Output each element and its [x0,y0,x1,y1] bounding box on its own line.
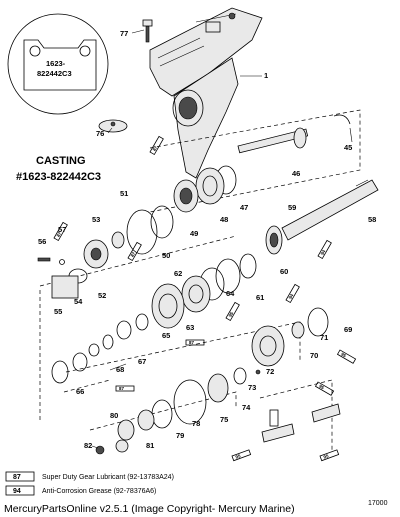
callout-55: 55 [54,307,62,316]
callout-61: 61 [256,293,264,302]
callout-78: 78 [192,419,200,428]
bearing-group-upper [173,165,237,213]
svg-text:87: 87 [189,340,195,345]
callout-69: 69 [344,325,352,334]
callout-63: 63 [186,323,194,332]
copyright-footer: MercuryPartsOnline v2.5.1 (Image Copyrig… [4,503,295,515]
legend: 87 Super Duty Gear Lubricant (92-13783A2… [5,471,174,496]
svg-text:87: 87 [119,386,125,391]
gear-70 [251,307,329,367]
svg-text:87: 87 [13,474,21,481]
callout-66: 66 [76,387,84,396]
callout-79: 79 [176,431,184,440]
leader-lines [91,29,353,449]
casting-heading: CASTING [36,155,86,167]
legend-item-87: 87 Super Duty Gear Lubricant (92-13783A2… [5,471,174,482]
callout-64: 64 [226,289,235,298]
callout-82: 82 [84,441,92,450]
pinion-group [37,231,125,299]
callout-45: 45 [344,143,352,152]
callout-51: 51 [120,189,128,198]
callout-1: 1 [264,71,268,80]
callout-74: 74 [242,403,251,412]
callout-65a: 65 [162,331,170,340]
callout-50: 50 [162,251,170,260]
inset-text-2: 822442C3 [37,69,72,78]
callout-numbers: 77 1 76 45 46 47 48 49 50 51 52 53 54 55… [38,29,376,450]
svg-text:87: 87 [152,145,159,152]
rings-60-62 [181,253,257,313]
callout-56: 56 [38,237,46,246]
casting-number: #1623-822442C3 [16,171,101,183]
svg-text:95: 95 [235,453,242,460]
callout-76: 76 [96,129,104,138]
plate-76 [98,119,128,133]
callout-60: 60 [280,267,288,276]
lubricant-tubes: 87 87 94 87 94 95 87 87 95 95 95 95 [53,135,357,462]
callout-77: 77 [120,29,128,38]
rings-50-51 [126,205,174,255]
callout-54: 54 [74,297,83,306]
callout-48: 48 [220,215,228,224]
inset-text-1: 1623- [46,59,66,68]
callout-68: 68 [116,365,124,374]
callout-75: 75 [220,415,228,424]
callout-80: 80 [110,411,118,420]
svg-text:Anti-Corrosion Grease (92-7837: Anti-Corrosion Grease (92-78376A6) [42,488,156,495]
bearing-63 [151,283,185,329]
parts-78-82 [95,399,173,455]
casting-inset: 1623- 822442C3 [7,13,109,115]
washers-65-68 [51,313,149,384]
callout-67: 67 [138,357,146,366]
callout-62: 62 [174,269,182,278]
bracket-assembly [261,403,341,443]
svg-text:87: 87 [130,251,137,258]
svg-text:87: 87 [56,231,63,238]
callout-52: 52 [98,291,106,300]
bolt-77 [142,19,153,43]
callout-72: 72 [266,367,274,376]
svg-text:95: 95 [228,311,235,318]
svg-text:94: 94 [320,249,327,256]
shaft-46 [237,127,309,154]
svg-text:94: 94 [288,293,295,300]
parts-72-75 [173,367,261,425]
callout-71: 71 [320,333,328,342]
svg-text:95: 95 [323,453,330,460]
svg-text:94: 94 [13,488,21,495]
callout-70: 70 [310,351,318,360]
callout-57: 57 [58,225,66,234]
gear-59 [265,225,283,255]
callout-81: 81 [146,441,154,450]
legend-item-94: 94 Anti-Corrosion Grease (92-78376A6) [5,485,156,496]
callout-73: 73 [248,383,256,392]
svg-text:Super Duty Gear Lubricant (92-: Super Duty Gear Lubricant (92-13783A24) [42,474,174,481]
callout-49: 49 [190,229,198,238]
gear-housing [149,7,263,179]
propshaft-58 [281,179,379,241]
callout-46: 46 [292,169,300,178]
corner-code: 17000 [368,500,388,507]
retainer-45 [333,114,351,125]
callout-59: 59 [288,203,296,212]
svg-text:95: 95 [318,384,325,391]
callout-58: 58 [368,215,376,224]
svg-text:95: 95 [340,352,347,359]
callout-47: 47 [240,203,248,212]
callout-53: 53 [92,215,100,224]
